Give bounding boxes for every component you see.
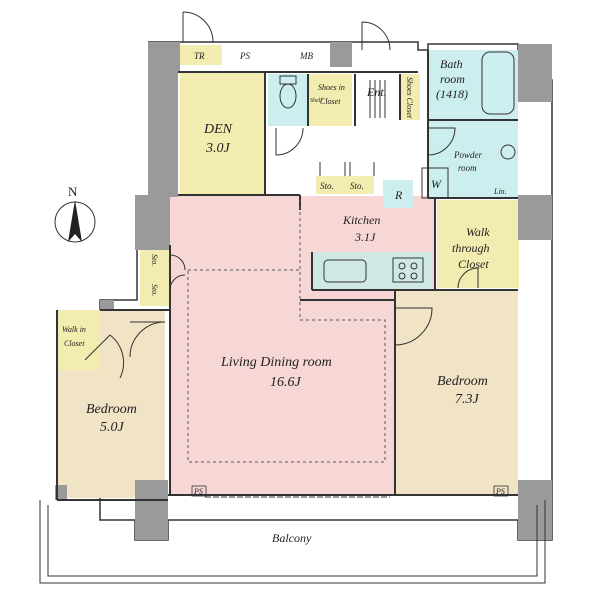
bedroom-right-name: Bedroom (437, 374, 488, 389)
bedroom-left-size: 5.0J (100, 420, 125, 435)
mb-label: MB (299, 51, 313, 61)
bath-line3: (1418) (436, 87, 468, 101)
sink (323, 259, 367, 283)
sto-left-fill (140, 248, 170, 306)
ld-dashed-boundary (187, 269, 386, 463)
bedroom-left-name: Bedroom (86, 402, 137, 417)
walk-through-line3: Closet (458, 257, 489, 271)
sto-left-1: Sto. (150, 254, 159, 266)
balcony (39, 500, 546, 584)
den-fill (180, 72, 265, 195)
walk-through-line1: Walk (466, 225, 490, 239)
bathtub (481, 51, 515, 115)
den-size: 3.0J (205, 141, 231, 156)
ent-label: Ent. (366, 85, 387, 99)
ldk-size: 16.6J (270, 375, 302, 390)
powder-fill (428, 120, 518, 198)
north-arrow-icon: N (54, 184, 96, 243)
walk-in-line2: Closet (64, 339, 85, 348)
shoes-closet-label: Shoes Closet (405, 77, 414, 119)
bath-fill (428, 50, 518, 120)
walk-in-fill (57, 310, 100, 370)
shoes-in-closet-fill (308, 74, 352, 126)
bath-line2: room (440, 72, 465, 86)
den-name: DEN (203, 122, 233, 137)
living-dining-fill (170, 196, 395, 495)
balcony-label: Balcony (272, 531, 312, 545)
stove (392, 257, 424, 283)
toilet-fill (268, 74, 308, 126)
sto-kitchen-fill (316, 176, 374, 194)
ps-right-label: PS (495, 487, 505, 496)
shoes-closet-fill (400, 74, 420, 120)
shelf-label: Shelf (310, 97, 323, 104)
north-label: N (68, 184, 78, 199)
ps-top-label: PS (239, 51, 250, 61)
shoes-in-closet-line1: Shoes in (318, 83, 345, 92)
bedroom-right-fill (395, 290, 518, 495)
powder-line1: Powder (453, 150, 482, 160)
washer (421, 167, 449, 199)
doors (84, 11, 479, 379)
room-fills (57, 45, 519, 498)
kitchen-size: 3.1J (354, 230, 376, 244)
entrance-fill (355, 74, 400, 124)
interior-walls (56, 50, 518, 501)
sto-kitchen-2: Sto. (350, 181, 364, 191)
bedroom-right-size: 7.3J (455, 392, 480, 407)
fixtures (279, 51, 516, 283)
fridge-label: R (394, 188, 403, 202)
shoes-in-closet-line2: Closet (320, 97, 341, 106)
fridge-fill (383, 180, 413, 208)
tr-fill (180, 45, 222, 65)
sto-left-2: Sto. (150, 284, 159, 296)
ps-left-label: PS (193, 487, 203, 496)
kitchen-name: Kitchen (342, 213, 380, 227)
washbasin (500, 144, 516, 160)
wall-columns (55, 42, 552, 540)
sto-kitchen-1: Sto. (320, 181, 334, 191)
tr-label: TR (194, 51, 205, 61)
ldk-name: Living Dining room (220, 355, 332, 370)
powder-line2: room (458, 163, 477, 173)
washer-label: W (431, 177, 442, 191)
walk-through-line2: through (452, 241, 490, 255)
walk-in-line1: Walk in (62, 325, 86, 334)
linen-label: Lin. (493, 187, 507, 196)
bath-line1: Bath (440, 57, 463, 71)
